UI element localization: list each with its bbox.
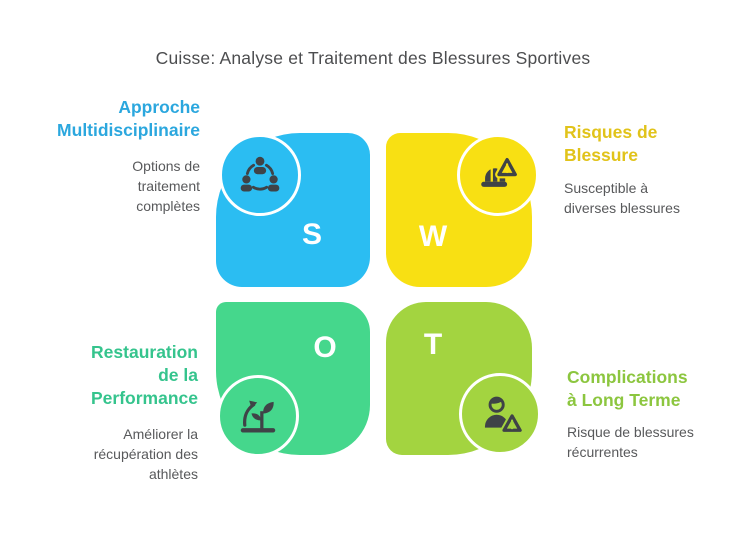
- team-network-icon: [240, 156, 280, 192]
- threats-icon-badge: [459, 373, 541, 455]
- threats-text-block: Complications à Long Terme Risque de ble…: [567, 366, 694, 462]
- threats-description: Risque de blessures récurrentes: [567, 424, 694, 460]
- strengths-text-block: Approche Multidisciplinaire Options de t…: [57, 96, 200, 216]
- threats-heading: Complications à Long Terme: [567, 367, 688, 410]
- letter-s: S: [301, 218, 322, 251]
- weaknesses-icon-badge: [457, 134, 539, 216]
- opportunities-text-block: Restauration de la Performance Améliorer…: [91, 341, 198, 484]
- strengths-icon-badge: [219, 134, 301, 216]
- letter-t: T: [423, 328, 443, 361]
- person-alert-icon: [484, 396, 523, 434]
- weaknesses-heading: Risques de Blessure: [564, 122, 658, 165]
- opportunities-description: Améliorer la récupération des athlètes: [93, 426, 198, 482]
- letter-w: W: [418, 220, 448, 253]
- opportunities-heading: Restauration de la Performance: [91, 342, 198, 408]
- letter-o: O: [313, 331, 337, 364]
- strengths-description: Options de traitement complètes: [132, 158, 200, 214]
- hardhat-warning-icon: [481, 155, 520, 187]
- strengths-heading: Approche Multidisciplinaire: [57, 97, 200, 140]
- page-title: Cuisse: Analyse et Traitement des Blessu…: [155, 48, 591, 68]
- sprout-growth-icon: [240, 400, 276, 433]
- opportunities-icon-badge: [217, 375, 299, 457]
- weaknesses-text-block: Risques de Blessure Susceptible à divers…: [564, 121, 680, 218]
- weaknesses-description: Susceptible à diverses blessures: [564, 180, 680, 216]
